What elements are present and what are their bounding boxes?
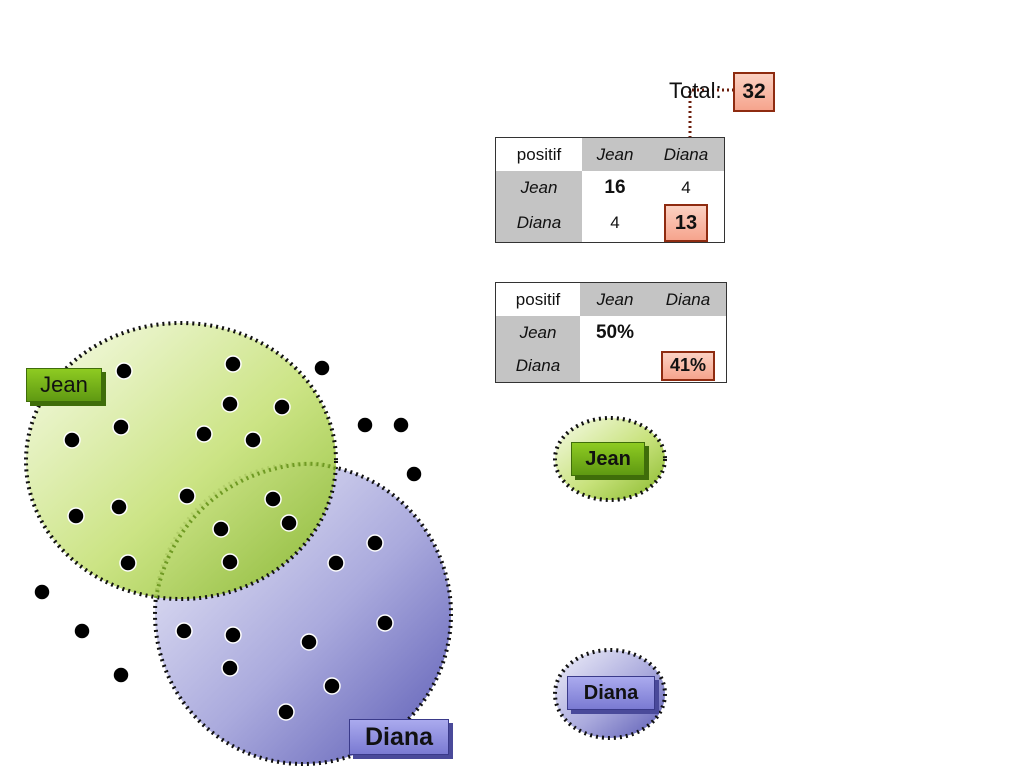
sample-point — [221, 553, 239, 571]
sample-point — [327, 554, 345, 572]
counts-jean-diana: 4 — [648, 171, 725, 204]
sample-point — [115, 362, 133, 380]
counts-jean-jean: 16 — [582, 171, 648, 204]
counts-diana-jean: 4 — [582, 204, 648, 243]
sample-point — [112, 418, 130, 436]
sample-point — [224, 626, 242, 644]
sample-point — [356, 416, 374, 434]
percent-jean-diana — [650, 316, 727, 349]
counts-col-diana: Diana — [648, 137, 725, 171]
percent-diana-jean — [580, 349, 650, 383]
sample-point — [63, 431, 81, 449]
sample-point — [313, 359, 331, 377]
sample-point — [67, 507, 85, 525]
sample-point — [323, 677, 341, 695]
sample-point — [33, 583, 51, 601]
sample-point — [244, 431, 262, 449]
venn-intersection-outline — [154, 461, 340, 599]
sample-point — [273, 398, 291, 416]
sample-point — [212, 520, 230, 538]
sample-point — [264, 490, 282, 508]
percent-row-jean: Jean — [495, 316, 580, 349]
sample-point — [405, 465, 423, 483]
sample-point — [221, 659, 239, 677]
venn-diana-tag: Diana — [349, 719, 449, 755]
sample-points — [33, 355, 423, 721]
sample-point — [178, 487, 196, 505]
sample-point — [277, 703, 295, 721]
counts-diana-diana-highlight: 13 — [664, 204, 708, 242]
sample-point — [300, 633, 318, 651]
sample-point — [280, 514, 298, 532]
counts-row-diana: Diana — [495, 204, 582, 243]
percent-diana-diana-highlight: 41% — [661, 350, 715, 381]
percent-row-diana: Diana — [495, 349, 580, 383]
sample-point — [392, 416, 410, 434]
venn-jean-circle — [24, 321, 338, 601]
counts-table: positif Jean Diana Jean 16 4 Diana 4 13 — [495, 137, 725, 243]
counts-row-jean: Jean — [495, 171, 582, 204]
sample-point — [175, 622, 193, 640]
venn-jean-tag: Jean — [26, 368, 102, 402]
percent-col-diana: Diana — [650, 282, 727, 316]
percent-jean-jean: 50% — [580, 316, 650, 349]
sample-point — [73, 622, 91, 640]
total-label: Total: — [669, 78, 722, 103]
sample-point — [224, 355, 242, 373]
sample-point — [195, 425, 213, 443]
sample-point — [366, 534, 384, 552]
sample-point — [119, 554, 137, 572]
total-value-box: 32 — [733, 72, 775, 112]
percent-col-jean: Jean — [580, 282, 650, 316]
sample-point — [110, 498, 128, 516]
sample-point — [112, 666, 130, 684]
counts-col-jean: Jean — [582, 137, 648, 171]
percent-table: positif Jean Diana Jean 50% Diana 41% — [495, 282, 727, 383]
legend-jean-tag: Jean — [571, 442, 645, 476]
sample-point — [376, 614, 394, 632]
legend-diana-tag: Diana — [567, 676, 655, 710]
counts-corner-label: positif — [495, 137, 582, 171]
sample-point — [221, 395, 239, 413]
percent-corner-label: positif — [495, 282, 580, 316]
